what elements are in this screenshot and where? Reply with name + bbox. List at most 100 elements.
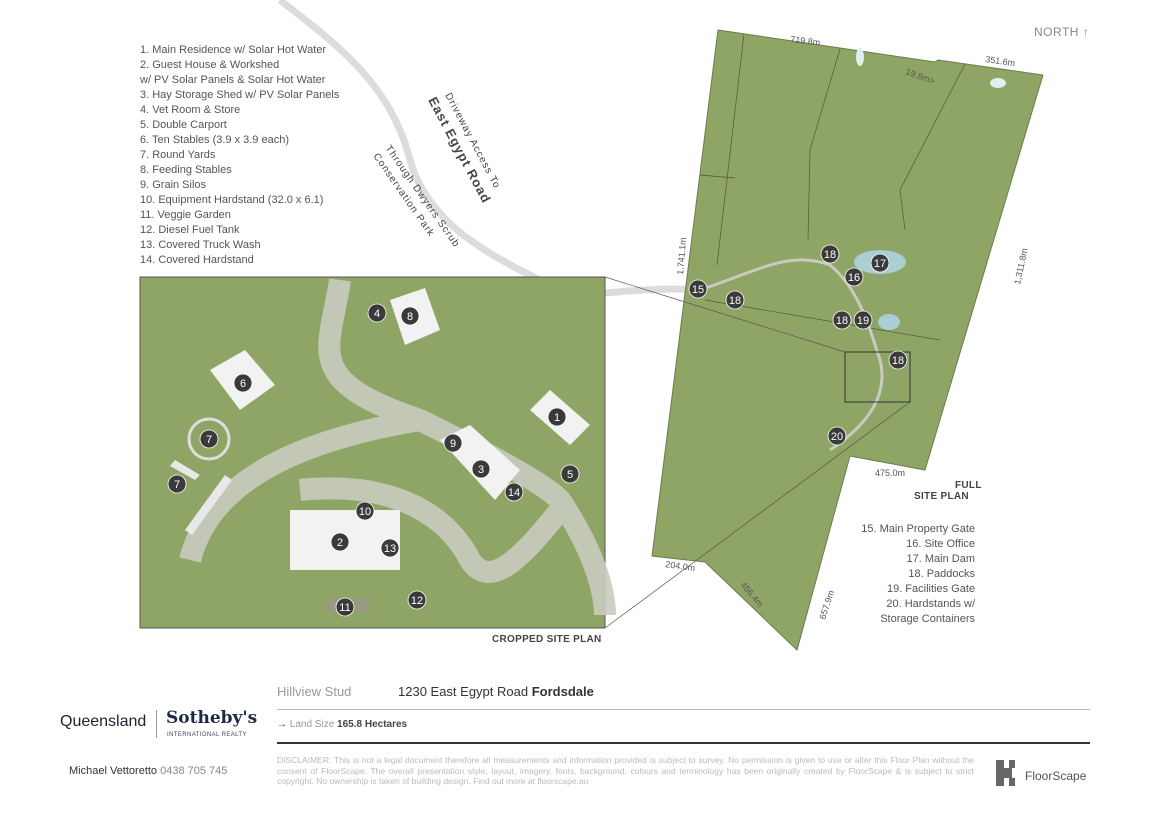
legend-item: 3. Hay Storage Shed w/ PV Solar Panels [140,89,340,101]
address: 1230 East Egypt Road [398,684,529,699]
legend-item: 12. Diesel Fuel Tank [140,224,240,236]
agency-logo-sothebys: Sotheby's [166,708,258,728]
legend-item: 8. Feeding Stables [140,164,232,176]
map-marker: 6 [233,373,253,393]
disclaimer-text: This is not a legal document therefore a… [277,755,974,786]
legend-item: 6. Ten Stables (3.9 x 3.9 each) [140,134,289,146]
map-marker: 7 [167,474,187,494]
legend-item: 9. Grain Silos [140,179,207,191]
cropped-plan-legend: 1. Main Residence w/ Solar Hot Water 2. G… [140,43,339,268]
marker-number: 18 [824,249,836,261]
marker-number: 1 [554,412,560,424]
full-plan-caption: SITE PLAN [914,491,969,502]
disclaimer: DISCLAIMER: This is not a legal document… [277,755,974,787]
marker-number: 6 [240,378,246,390]
cropped-site-plan [139,276,606,629]
map-marker: 8 [400,306,420,326]
marker-number: 17 [874,258,886,270]
legend-item: 14. Covered Hardstand [140,254,254,266]
map-marker: 1 [547,407,567,427]
agent-phone: 0438 705 745 [160,765,228,777]
marker-number: 16 [848,272,860,284]
legend-item: 18. Paddocks [908,568,975,580]
legend-item: Storage Containers [880,613,975,625]
map-marker: 14 [504,482,524,502]
marker-number: 7 [206,434,212,446]
suburb: Fordsdale [531,684,594,699]
park-label: Through Dwyers Scrub [383,143,462,249]
legend-item: 11. Veggie Garden [140,209,231,221]
marker-number: 15 [692,284,704,296]
legend-item: 7. Round Yards [140,149,216,161]
agency-logo-queensland: Queensland [60,713,147,730]
agent-contact: Michael Vettoretto 0438 705 745 [69,765,227,777]
arrow-icon: → [277,719,287,730]
marker-number: 19 [857,315,869,327]
dimension-label: 475.0m [875,468,905,478]
legend-item: 4. Vet Room & Store [140,104,241,116]
divider [277,709,1090,710]
full-plan-caption: FULL [955,480,982,491]
full-site-plan [651,29,1044,651]
agency-logo-subtitle: INTERNATIONAL REALTY [167,732,247,738]
divider [277,742,1090,744]
property-name: Hillview Stud [277,684,352,699]
map-marker: 2 [330,532,350,552]
map-marker: 18 [888,350,908,370]
legend-item: 2. Guest House & Workshed [140,59,280,71]
legend-item: 16. Site Office [906,538,975,550]
marker-number: 4 [374,308,380,320]
map-marker: 13 [380,538,400,558]
land-size-value: 165.8 Hectares [337,719,408,730]
access-road [277,0,701,297]
legend-item: 17. Main Dam [906,553,975,565]
map-marker: 18 [832,310,852,330]
marker-number: 8 [407,311,413,323]
marker-number: 18 [836,315,848,327]
internal-road [699,258,884,452]
map-marker: 9 [443,433,463,453]
dimension-label: 719.8m [790,34,821,48]
map-marker: 5 [560,464,580,484]
marker-number: 12 [411,595,423,607]
map-marker: 18 [725,290,745,310]
north-indicator: NORTH ↑ [1034,25,1090,39]
dimension-label: 204.0m [665,559,696,573]
legend-item: 13. Covered Truck Wash [140,239,261,251]
land-size-label: Land Size [289,719,335,730]
logo-separator [156,710,157,738]
legend-item: 10. Equipment Hardstand (32.0 x 6.1) [140,194,324,206]
dimension-label: 351.6m [985,54,1016,68]
map-marker: 18 [820,244,840,264]
legend-item: 19. Facilities Gate [886,583,975,595]
marker-number: 18 [729,295,741,307]
dimension-label: 1,311.8m [1012,247,1029,285]
map-marker: 3 [471,459,491,479]
map-marker: 16 [844,267,864,287]
marker-number: 5 [567,469,573,481]
legend-item: 20. Hardstands w/ [886,598,975,610]
marker-number: 11 [339,602,350,614]
floorscape-brand: FloorScape [1025,769,1087,783]
crop-indicator [844,351,911,403]
dam [878,314,900,330]
map-marker: 20 [827,426,847,446]
disclaimer-label: DISCLAIMER: [277,755,332,765]
cropped-plan-caption: CROPPED SITE PLAN [492,634,602,645]
marker-number: 9 [450,438,456,450]
property-address: 1230 East Egypt Road Fordsdale [398,684,594,699]
map-marker: 12 [407,590,427,610]
agent-name: Michael Vettoretto [69,765,158,777]
marker-number: 7 [174,479,180,491]
map-marker: 19 [853,310,873,330]
map-marker: 7 [199,429,219,449]
legend-item: 5. Double Carport [140,119,227,131]
legend-item: 1. Main Residence w/ Solar Hot Water [140,44,327,56]
map-marker: 11 [335,597,355,617]
land-size: → Land Size 165.8 Hectares [277,719,407,730]
map-marker: 15 [688,279,708,299]
marker-number: 2 [337,537,343,549]
map-marker: 4 [367,303,387,323]
